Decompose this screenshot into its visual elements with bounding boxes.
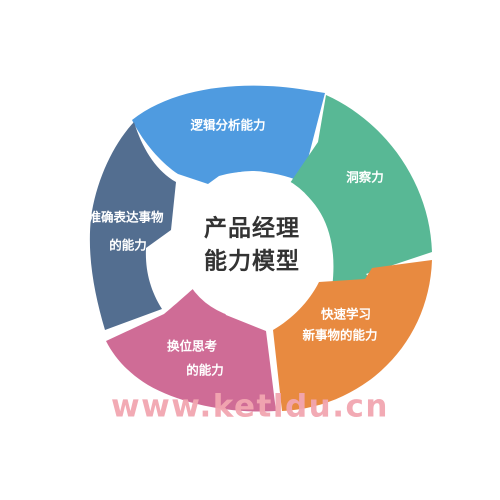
segment-empathy [106, 279, 276, 412]
segment-label-expression-line-1: 准确表达事物 [88, 210, 164, 225]
segment-label-learning-line-2: 新事物的能力 [302, 328, 377, 343]
segment-learning [273, 260, 432, 411]
center-title-line-2: 能力模型 [204, 248, 300, 275]
segment-insight [290, 95, 432, 305]
segment-label-insight-line-1: 洞察力 [346, 170, 384, 185]
segment-label-empathy-line-1: 换位思考 [167, 339, 217, 354]
segment-label-logic-line-1: 逻辑分析能力 [190, 118, 265, 133]
segment-label-empathy-line-2: 的能力 [186, 363, 224, 378]
segment-expression [89, 122, 176, 330]
center-title-line-1: 产品经理 [204, 215, 300, 242]
watermark-text: www.ketldu.cn [111, 389, 389, 425]
segment-label-learning-line-1: 快速学习 [321, 307, 371, 322]
segment-logic [132, 85, 325, 184]
center-hub [178, 171, 326, 319]
segment-label-expression-line-2: 的能力 [109, 238, 147, 253]
segments-layer [89, 85, 432, 412]
